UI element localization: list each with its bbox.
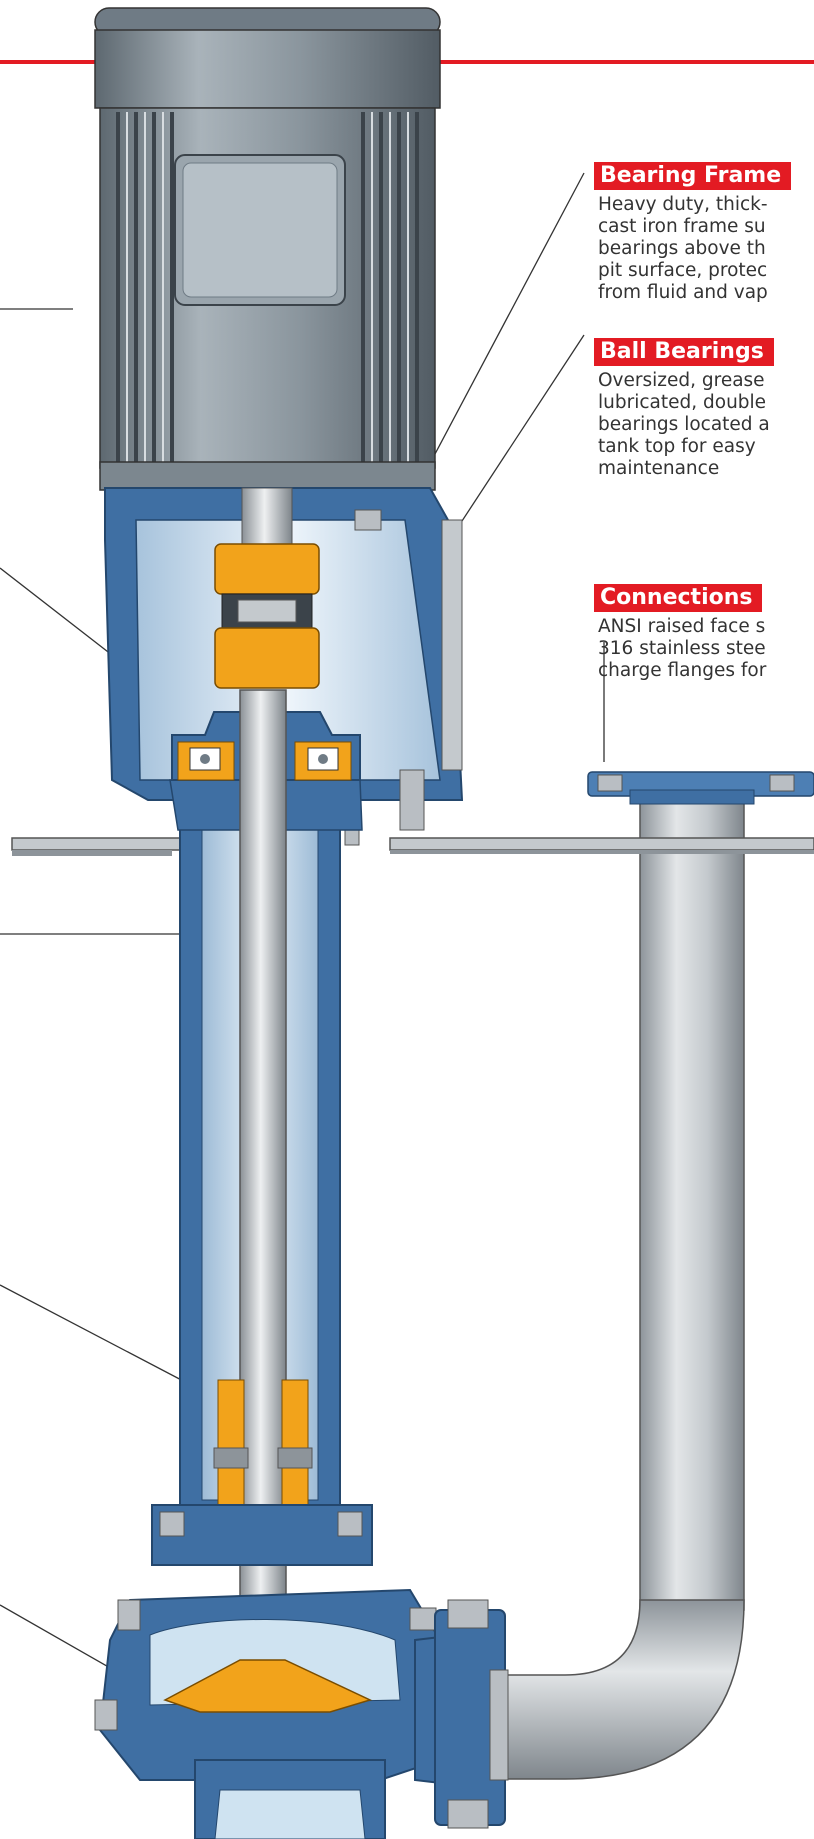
shaft-coupling — [214, 487, 320, 689]
motor — [94, 7, 441, 491]
callout-title: Bearing Frame — [594, 162, 792, 190]
callout-ball-bearings: Ball Bearings Oversized, grease lubricat… — [594, 338, 814, 480]
callout-description: Heavy duty, thick- cast iron frame su be… — [598, 194, 768, 303]
tank-cover-plate — [11, 837, 814, 856]
callout-connections: Connections ANSI raised face s 316 stain… — [594, 584, 814, 682]
callout-description: ANSI raised face s 316 stainless stee ch… — [598, 616, 767, 681]
discharge-pipe — [489, 789, 745, 1780]
header-rule — [0, 60, 814, 64]
callout-title: Connections — [594, 584, 763, 612]
pump-casing — [94, 1504, 441, 1839]
callout-description: Oversized, grease lubricated, double bea… — [598, 370, 770, 479]
discharge-flange — [587, 771, 814, 805]
callout-title: Ball Bearings — [594, 338, 774, 366]
callout-bearing-frame: Bearing Frame Heavy duty, thick- cast ir… — [594, 162, 814, 304]
pump-shaft — [239, 689, 287, 1641]
casing-discharge-flange — [414, 1599, 509, 1829]
